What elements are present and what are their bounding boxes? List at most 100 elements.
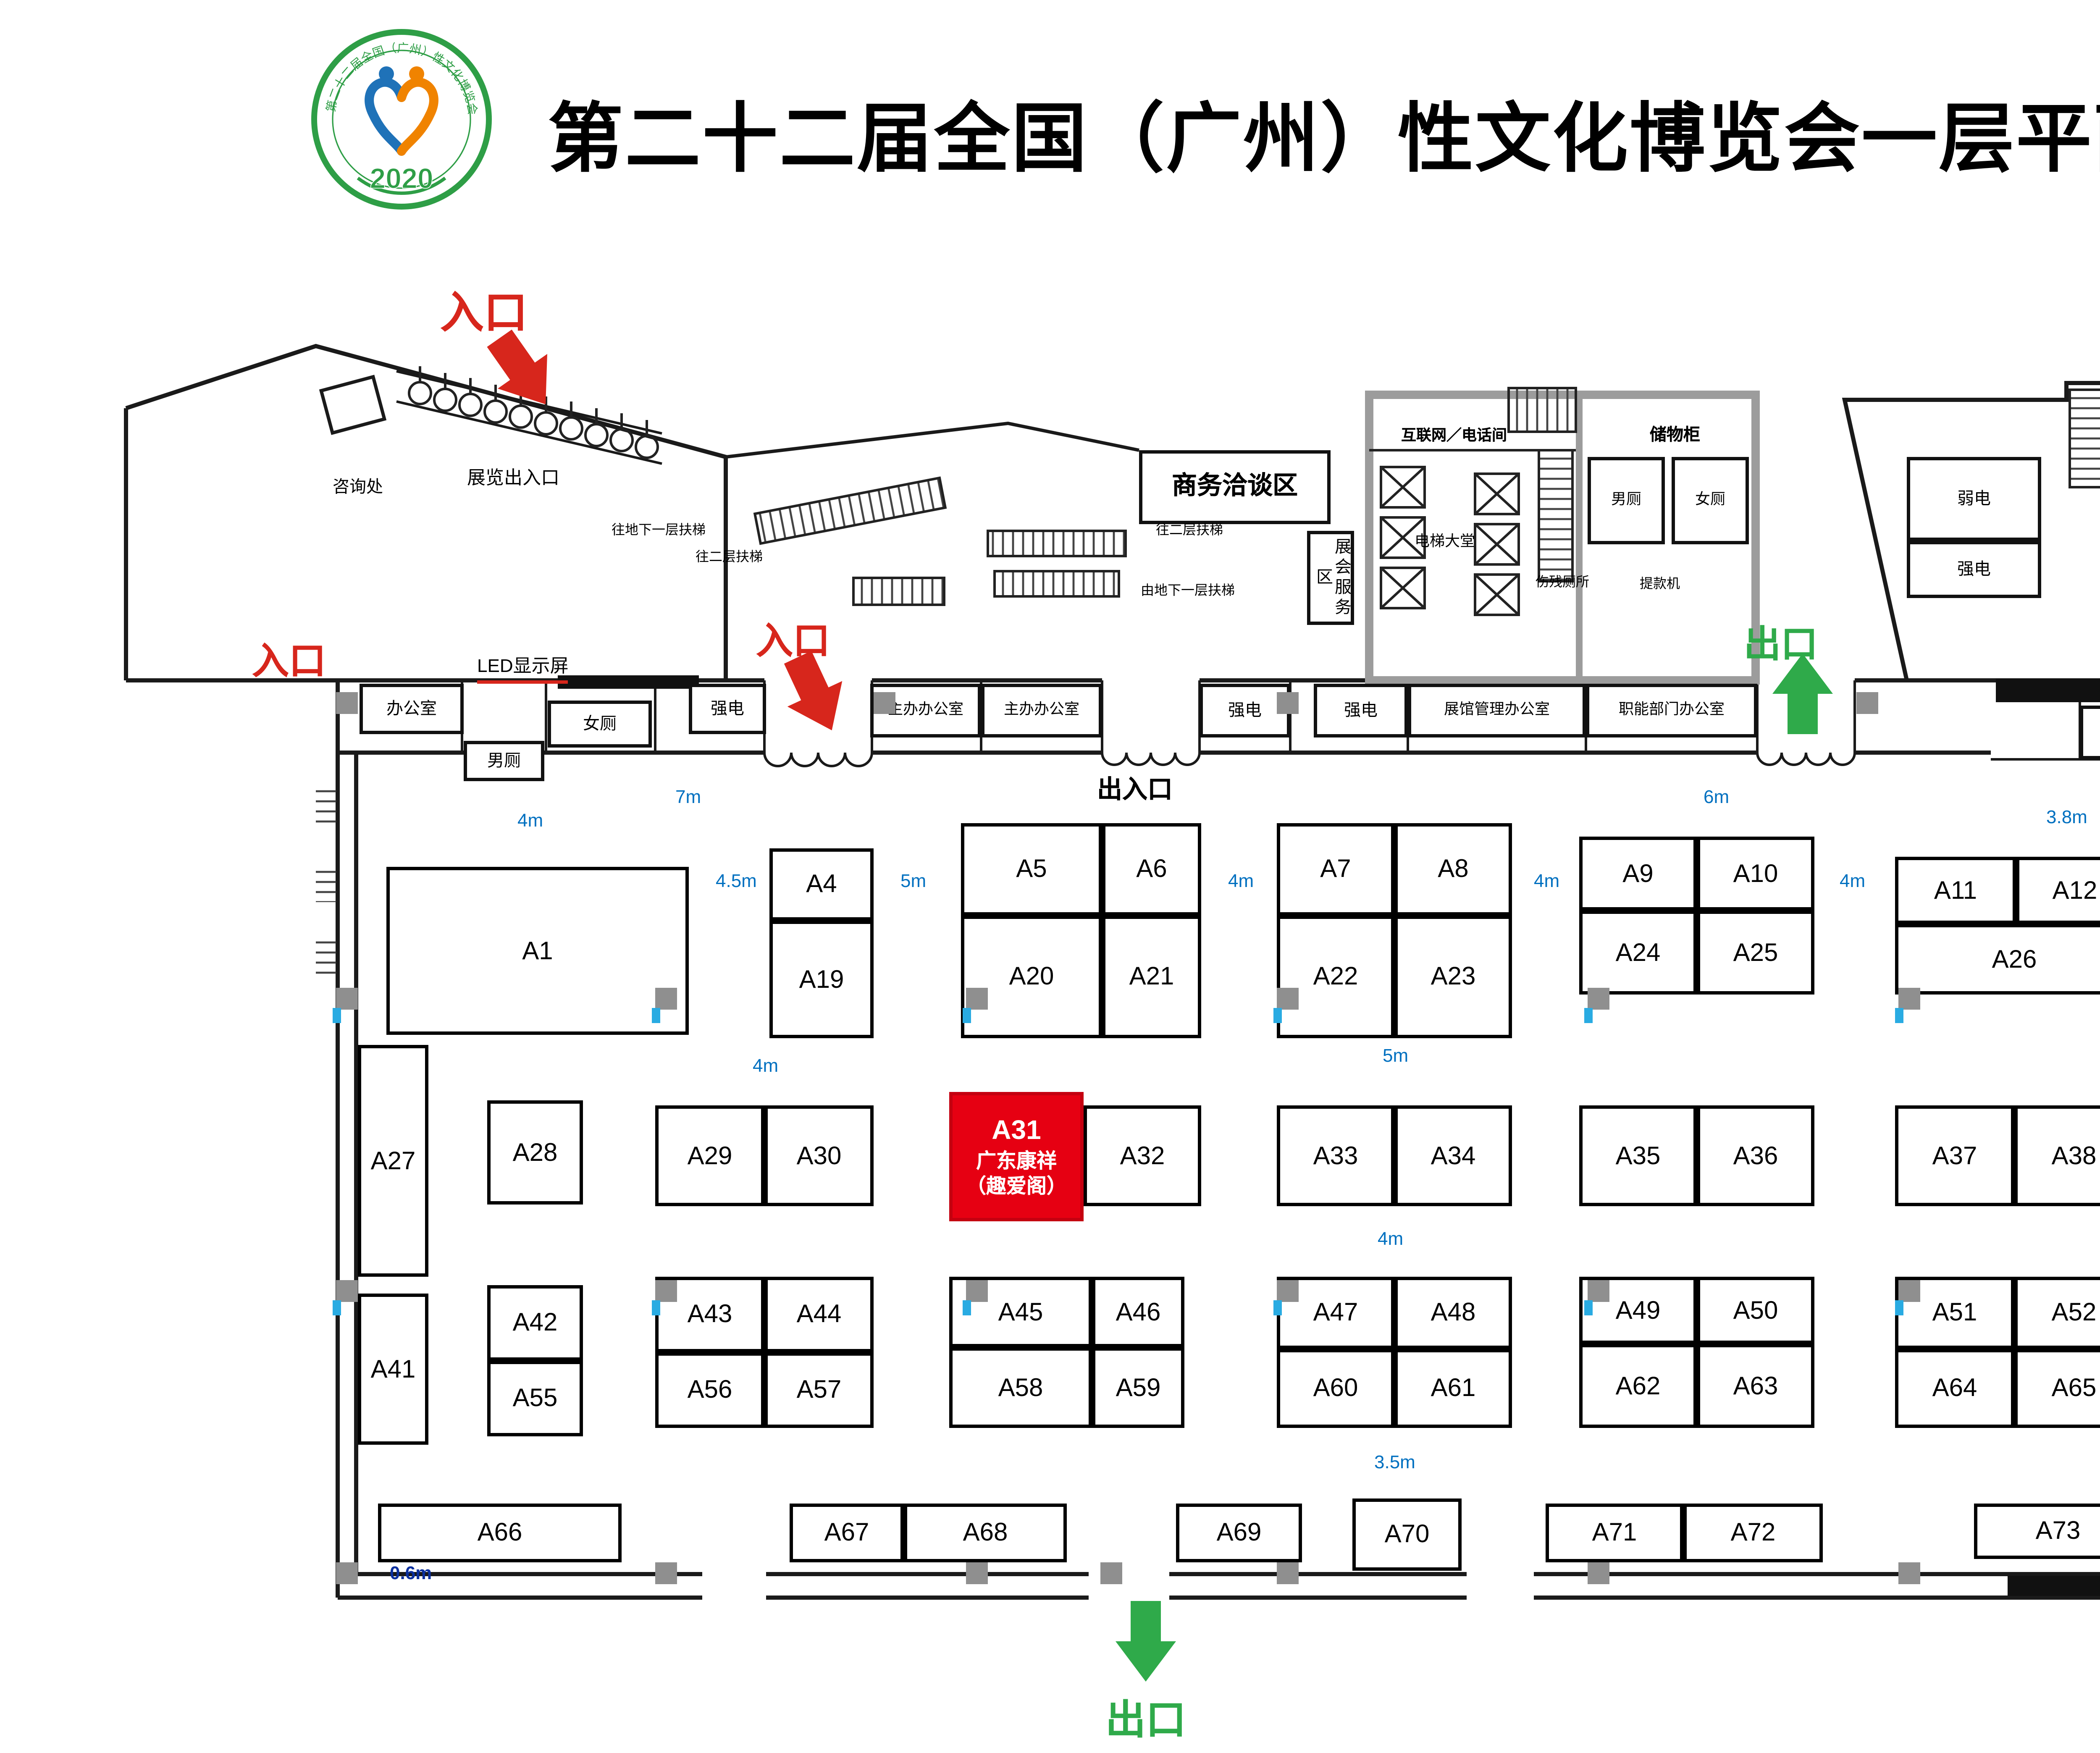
booth-a67[interactable]: A67	[790, 1504, 904, 1562]
booth-a59[interactable]: A59	[1092, 1347, 1184, 1428]
booth-a43[interactable]: A43	[655, 1277, 764, 1352]
booth-a28[interactable]: A28	[487, 1100, 583, 1205]
booth-a27[interactable]: A27	[358, 1045, 428, 1277]
dimension-label: 5m	[1383, 1047, 1409, 1067]
booth-a63[interactable]: A63	[1697, 1344, 1814, 1428]
room-label: 强电	[1907, 541, 2041, 598]
booth-a29[interactable]: A29	[655, 1105, 764, 1206]
entrance-left-label: 入口	[252, 640, 326, 682]
pillar	[1277, 1280, 1299, 1302]
booth-a33[interactable]: A33	[1277, 1105, 1394, 1206]
booth-a44[interactable]: A44	[764, 1277, 874, 1352]
facility-label: 电梯大堂	[1415, 533, 1475, 549]
pillar-mark	[1584, 1300, 1593, 1315]
dimension-label: 4.5m	[716, 872, 757, 892]
pillar	[1277, 988, 1299, 1010]
booth-a56[interactable]: A56	[655, 1352, 764, 1428]
booth-a23[interactable]: A23	[1394, 916, 1512, 1038]
booth-a22[interactable]: A22	[1277, 916, 1394, 1038]
booth-a41[interactable]: A41	[358, 1294, 428, 1445]
booth-a73[interactable]: A73	[1974, 1504, 2100, 1559]
booth-a30[interactable]: A30	[764, 1105, 874, 1206]
dimension-label: 4m	[1534, 872, 1560, 892]
room-label: 男厕	[1588, 457, 1665, 544]
escalators-middle	[725, 421, 1139, 606]
booth-a24[interactable]: A24	[1579, 911, 1697, 995]
booth-a58[interactable]: A58	[949, 1347, 1092, 1428]
booth-a42[interactable]: A42	[487, 1285, 583, 1361]
pillar	[1856, 692, 1878, 714]
pillar	[1898, 1280, 1920, 1302]
booth-a57[interactable]: A57	[764, 1352, 874, 1428]
booth-a64[interactable]: A64	[1895, 1349, 2014, 1428]
booth-a38[interactable]: A38	[2014, 1105, 2100, 1206]
booth-a9[interactable]: A9	[1579, 837, 1697, 911]
booth-a20[interactable]: A20	[961, 916, 1102, 1038]
pillar	[336, 988, 358, 1010]
booth-a72[interactable]: A72	[1683, 1504, 1823, 1562]
booth-a25[interactable]: A25	[1697, 911, 1814, 995]
booth-a62[interactable]: A62	[1579, 1344, 1697, 1428]
booth-a6[interactable]: A6	[1102, 823, 1201, 916]
entrance-mid-arrow-icon	[754, 633, 875, 754]
dimension-label: 4m	[1840, 872, 1866, 892]
room-label: 主办办公室	[981, 684, 1102, 737]
booth-a8[interactable]: A8	[1394, 823, 1512, 916]
booth-a21[interactable]: A21	[1102, 916, 1201, 1038]
pillar-mark	[1273, 1300, 1282, 1315]
pillar	[1588, 1280, 1609, 1302]
dimension-label: 4m	[517, 811, 543, 832]
pillar-mark	[1584, 1008, 1593, 1023]
pillar-mark	[1895, 1008, 1903, 1023]
booth-a11[interactable]: A11	[1895, 857, 2016, 924]
pillar	[966, 988, 988, 1010]
logo-figure-blue	[365, 77, 406, 156]
pillar	[966, 1562, 988, 1584]
pillar	[1277, 692, 1299, 714]
booth-a70[interactable]: A70	[1352, 1498, 1462, 1571]
room-label: 展会服务区	[1307, 531, 1354, 625]
booth-a35[interactable]: A35	[1579, 1105, 1697, 1206]
booth-a26[interactable]: A26	[1895, 924, 2100, 995]
booth-a71[interactable]: A71	[1546, 1504, 1683, 1562]
booth-a34[interactable]: A34	[1394, 1105, 1512, 1206]
booth-a50[interactable]: A50	[1697, 1277, 1814, 1344]
booth-a52[interactable]: A52	[2014, 1277, 2100, 1349]
booth-a46[interactable]: A46	[1092, 1277, 1184, 1347]
booth-a1[interactable]: A1	[386, 867, 689, 1035]
facility-label: 往地下一层扶梯	[612, 522, 706, 538]
booth-a19[interactable]: A19	[769, 921, 874, 1038]
booth-a69[interactable]: A69	[1176, 1504, 1302, 1562]
booth-a37[interactable]: A37	[1895, 1105, 2014, 1206]
booth-a10[interactable]: A10	[1697, 837, 1814, 911]
pillar-mark	[333, 1300, 341, 1315]
logo-year: 2020	[370, 163, 433, 194]
led-screen-strip	[558, 675, 699, 689]
booth-a36[interactable]: A36	[1697, 1105, 1814, 1206]
booth-a65[interactable]: A65	[2014, 1349, 2100, 1428]
booth-a4[interactable]: A4	[769, 848, 874, 921]
booth-a60[interactable]: A60	[1277, 1349, 1394, 1428]
booth-a12[interactable]: A12	[2016, 857, 2100, 924]
dimension-label: 3.5m	[1374, 1453, 1415, 1473]
booth-a68[interactable]: A68	[904, 1504, 1067, 1562]
dimension-label: 4m	[753, 1057, 779, 1077]
booth-a55[interactable]: A55	[487, 1361, 583, 1436]
pillar	[655, 1562, 677, 1584]
booth-a7[interactable]: A7	[1277, 823, 1394, 916]
pillar	[1898, 988, 1920, 1010]
booth-a66[interactable]: A66	[378, 1504, 622, 1562]
booth-a48[interactable]: A48	[1394, 1277, 1512, 1349]
booth-a5[interactable]: A5	[961, 823, 1102, 916]
logo-figure-orange	[397, 77, 438, 156]
elevator-block	[1365, 387, 1760, 685]
booth-a32[interactable]: A32	[1084, 1105, 1201, 1206]
dimension-label: 4m	[1228, 872, 1254, 892]
pillar	[1277, 1562, 1299, 1584]
facility-label: 伤残厕所	[1536, 575, 1589, 590]
booth-a61[interactable]: A61	[1394, 1349, 1512, 1428]
pillar	[1588, 1562, 1609, 1584]
